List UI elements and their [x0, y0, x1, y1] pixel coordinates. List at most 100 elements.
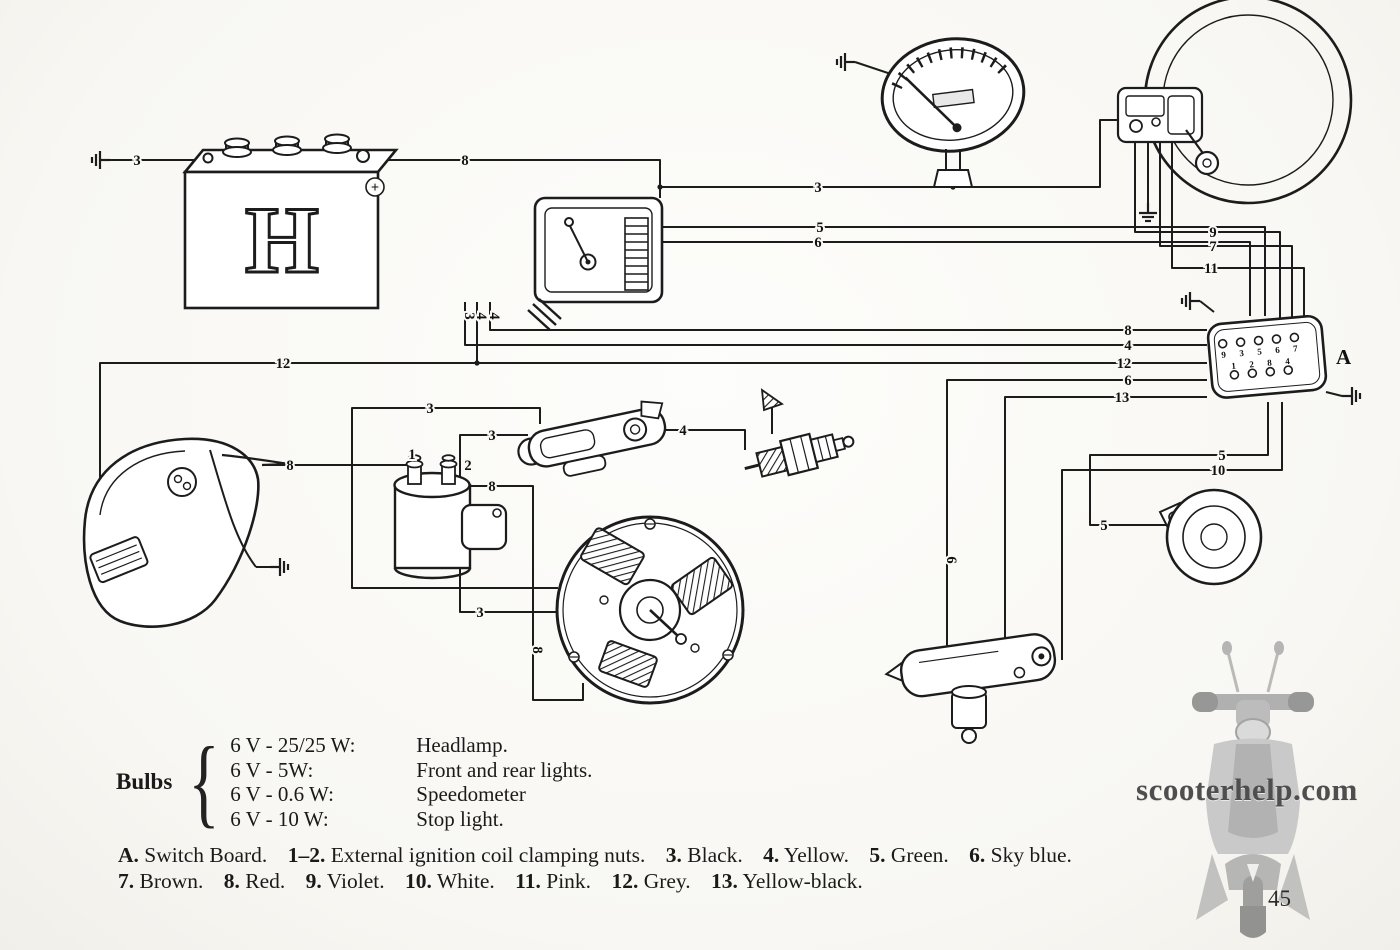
- bulb-spec: 6 V - 0.6 W:: [230, 782, 334, 806]
- bulb-use: Speedometer: [416, 782, 526, 806]
- scooter-watermark: [1192, 641, 1314, 938]
- bulb-row: 6 V - 5W:Front and rear lights.: [230, 758, 592, 783]
- wire-label: 4: [679, 423, 686, 439]
- legend-item: 5. Green.: [869, 843, 949, 867]
- bulb-spec: 6 V - 25/25 W:: [230, 733, 356, 757]
- ground-icon: [1137, 201, 1159, 223]
- battery: H: [182, 133, 399, 310]
- legend-item: 9. Violet.: [305, 869, 385, 893]
- wire-label: 12: [1117, 356, 1132, 372]
- bulb-row: 6 V - 10 W:Stop light.: [230, 807, 592, 832]
- ground-icon: [90, 149, 112, 171]
- wire-label: 13: [1115, 390, 1130, 406]
- stator-coil: [670, 556, 734, 616]
- wire: [854, 61, 892, 75]
- switch-board-label: A: [1336, 345, 1352, 369]
- wire: [1171, 142, 1305, 318]
- legend-item: 1–2. External ignition coil clamping nut…: [287, 843, 646, 867]
- bulbs-brace: {: [188, 726, 220, 837]
- wire: [99, 362, 1207, 500]
- bulb-row: 6 V - 25/25 W: Headlamp.: [230, 733, 592, 758]
- wire-label: 4: [1124, 338, 1131, 354]
- terminal-label: 2: [1249, 359, 1255, 369]
- wire: [1004, 396, 1207, 650]
- page-number: 45: [1268, 886, 1291, 911]
- wire-label: 1: [408, 447, 415, 463]
- wire: [946, 379, 1207, 648]
- wire: [464, 302, 1207, 346]
- wire: [660, 119, 1118, 188]
- antenna-icon: [760, 388, 784, 412]
- terminal-label: 1: [1231, 361, 1237, 371]
- wire-label: 5: [816, 220, 823, 236]
- terminal-label: 5: [1257, 346, 1263, 356]
- wire-label: 8: [1124, 323, 1131, 339]
- speedometer-ticks: [891, 47, 1011, 90]
- bulb-row: 6 V - 0.6 W: Speedometer: [230, 782, 592, 807]
- ground-icon: [1340, 385, 1362, 407]
- ground-icon: [268, 556, 290, 578]
- legend-item: 8. Red.: [223, 869, 286, 893]
- wire-label: 10: [1211, 463, 1226, 479]
- speedometer-needle: [904, 76, 958, 129]
- wire-label: 8: [488, 479, 495, 495]
- ground-icon: [1180, 290, 1202, 312]
- wire-label: 7: [1209, 239, 1216, 255]
- wire: [1134, 142, 1281, 318]
- wire-label: 5: [1218, 448, 1225, 464]
- wire-label: 5: [1100, 518, 1107, 534]
- terminal-label: 3: [1239, 348, 1245, 358]
- legend-item: 11. Pink.: [515, 869, 592, 893]
- handlebar-switch: [1116, 0, 1353, 205]
- bulb-use: Headlamp.: [416, 733, 508, 757]
- legend-line-2: 7. Brown. 8. Red. 9. Violet. 10. White. …: [118, 868, 1328, 894]
- coil-clamping-nut: [405, 454, 424, 485]
- stator-coil: [580, 527, 645, 586]
- voltage-regulator: [527, 196, 664, 331]
- legend-item: 7. Brown.: [118, 869, 204, 893]
- wire-label: 6: [943, 556, 959, 563]
- watermark-text: scooterhelp.com: [1136, 772, 1358, 807]
- wire: [1325, 391, 1343, 397]
- terminal-label: 8: [1267, 357, 1273, 367]
- wire-label: 12: [276, 356, 291, 372]
- terminal-label: 9: [1221, 349, 1227, 359]
- wire-label: 8: [461, 153, 468, 169]
- light-switch-lever: [517, 400, 667, 477]
- wire-label: 6: [1124, 373, 1131, 389]
- bulb-icon: [1194, 150, 1220, 176]
- wire-label: 3: [461, 312, 477, 319]
- bulb-spec: 6 V - 5W:: [230, 757, 314, 782]
- wire-label: 3: [426, 401, 433, 417]
- legend-item: 4. Yellow.: [763, 843, 849, 867]
- ground-icon: [835, 51, 857, 73]
- emblem-icon: [1247, 864, 1259, 882]
- tail-light: [82, 437, 291, 628]
- stator-plate: [555, 515, 745, 705]
- wire-label: 4: [486, 312, 502, 319]
- legend-line-1: A. Switch Board. 1–2. External ignition …: [118, 842, 1328, 868]
- wiring: [99, 61, 1343, 701]
- stator-coil: [598, 640, 658, 688]
- legend: A. Switch Board. 1–2. External ignition …: [118, 842, 1328, 894]
- legend-item: 12. Grey.: [611, 869, 691, 893]
- hatch-mark: [527, 298, 562, 331]
- wire: [1159, 142, 1293, 318]
- stoplight-switch: [884, 633, 1057, 744]
- wire-label: 11: [1204, 261, 1218, 277]
- bulbs-label: Bulbs: [116, 769, 173, 794]
- wire: [662, 226, 1266, 316]
- ignition-coil: [393, 454, 508, 580]
- bulb-list: 6 V - 25/25 W: Headlamp. 6 V - 5W:Front a…: [230, 733, 592, 831]
- wire-label: 4: [473, 312, 489, 319]
- battery-letter: H: [245, 187, 319, 293]
- wire-label: 9: [1209, 225, 1216, 241]
- legend-item: 13. Yellow-black.: [711, 869, 863, 893]
- wire-label: 3: [814, 180, 821, 196]
- wire: [1199, 300, 1215, 313]
- wire: [662, 241, 1251, 316]
